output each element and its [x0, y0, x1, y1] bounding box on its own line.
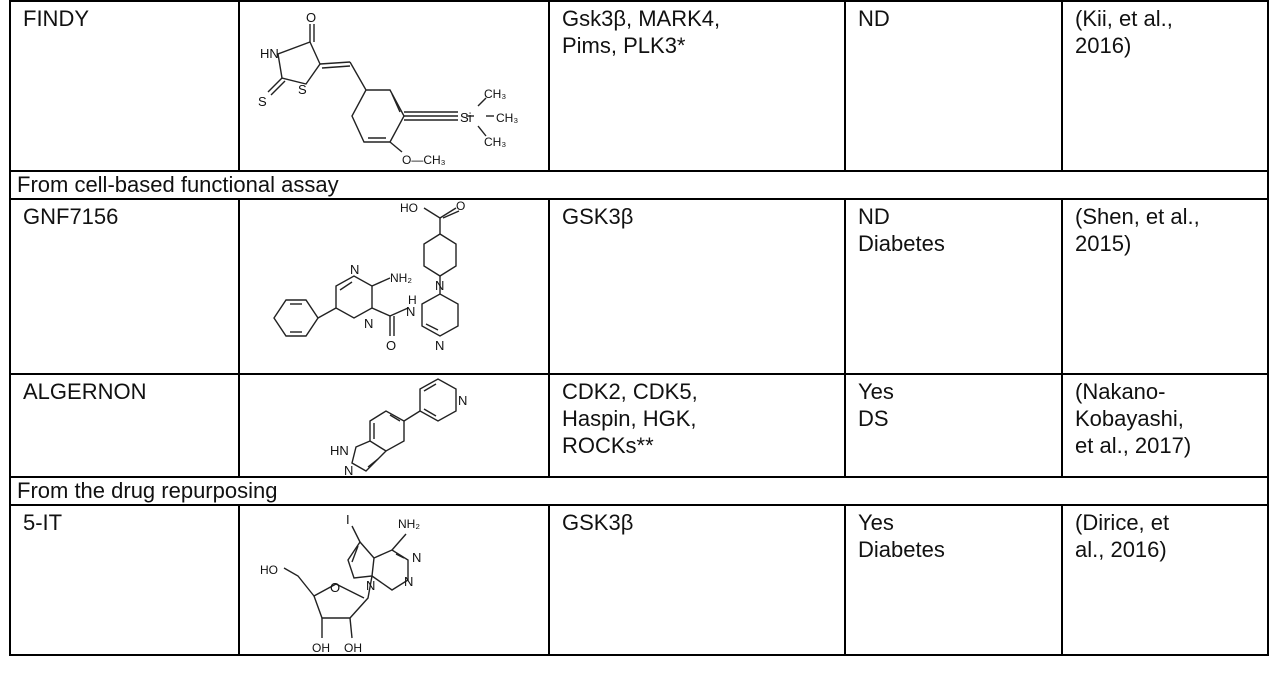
- atom-label: HO: [260, 563, 278, 577]
- table-row: 5-IT NH₂ I N: [9, 504, 1269, 656]
- section-row: From the drug repurposing: [9, 476, 1269, 506]
- atom-label: O: [386, 338, 396, 353]
- atom-label: O—CH₃: [402, 153, 446, 167]
- atom-label: CH₃: [496, 111, 518, 125]
- atom-label: N: [350, 262, 359, 277]
- chemical-structure-findy: O HN S S CH₃ Si CH₃ CH₃ O—CH₃: [238, 0, 550, 172]
- section-header: From the drug repurposing: [9, 476, 1269, 506]
- atom-label: N: [344, 463, 353, 475]
- table-row: FINDY O HN: [9, 0, 1269, 172]
- targets-cell: GSK3β: [548, 504, 846, 656]
- section-header: From cell-based functional assay: [9, 170, 1269, 200]
- activity-cell: ND: [844, 0, 1063, 172]
- compound-name: ALGERNON: [9, 373, 240, 478]
- reference-cell: (Dirice, et al., 2016): [1061, 504, 1269, 656]
- atom-label: O: [456, 200, 465, 213]
- targets-cell: Gsk3β, MARK4, Pims, PLK3*: [548, 0, 846, 172]
- chemical-structure-algernon: N HN N: [238, 373, 550, 478]
- compound-name: FINDY: [9, 0, 240, 172]
- atom-label: HO: [400, 201, 418, 215]
- activity-cell: Yes Diabetes: [844, 504, 1063, 656]
- atom-label: NH₂: [398, 517, 420, 531]
- targets-cell: GSK3β: [548, 198, 846, 375]
- table-row: GNF7156: [9, 198, 1269, 375]
- atom-label: HN: [260, 46, 279, 61]
- atom-label: H: [408, 293, 417, 307]
- atom-label: NH₂: [390, 271, 412, 285]
- activity-cell: Yes DS: [844, 373, 1063, 478]
- atom-label: I: [346, 512, 350, 527]
- atom-label: O: [306, 10, 316, 25]
- atom-label: CH₃: [484, 87, 506, 101]
- compound-name: 5-IT: [9, 504, 240, 656]
- compound-table: FINDY O HN: [9, 0, 1269, 656]
- chemical-structure-gnf7156: HO O N NH₂ N H N O N N: [238, 198, 550, 375]
- compound-name: GNF7156: [9, 198, 240, 375]
- table-row: ALGERNON N HN N: [9, 373, 1269, 478]
- section-row: From cell-based functional assay: [9, 170, 1269, 200]
- atom-label: N: [458, 393, 467, 408]
- reference-cell: (Kii, et al., 2016): [1061, 0, 1269, 172]
- atom-label: N: [406, 304, 415, 319]
- atom-label: S: [258, 94, 267, 109]
- atom-label: OH: [344, 641, 362, 654]
- atom-label: N: [435, 278, 444, 293]
- activity-cell: ND Diabetes: [844, 198, 1063, 375]
- atom-label: N: [435, 338, 444, 353]
- chemical-structure-5-it: NH₂ I N N N HO O OH OH: [238, 504, 550, 656]
- reference-cell: (Nakano- Kobayashi, et al., 2017): [1061, 373, 1269, 478]
- atom-label: CH₃: [484, 135, 506, 149]
- atom-label: S: [298, 82, 307, 97]
- atom-label: N: [412, 550, 421, 565]
- atom-label: O: [330, 580, 340, 595]
- reference-cell: (Shen, et al., 2015): [1061, 198, 1269, 375]
- atom-label: HN: [330, 443, 349, 458]
- atom-label: N: [366, 578, 375, 593]
- atom-label: OH: [312, 641, 330, 654]
- atom-label: N: [404, 574, 413, 589]
- atom-label: N: [364, 316, 373, 331]
- atom-label: Si: [460, 110, 472, 125]
- targets-cell: CDK2, CDK5, Haspin, HGK, ROCKs**: [548, 373, 846, 478]
